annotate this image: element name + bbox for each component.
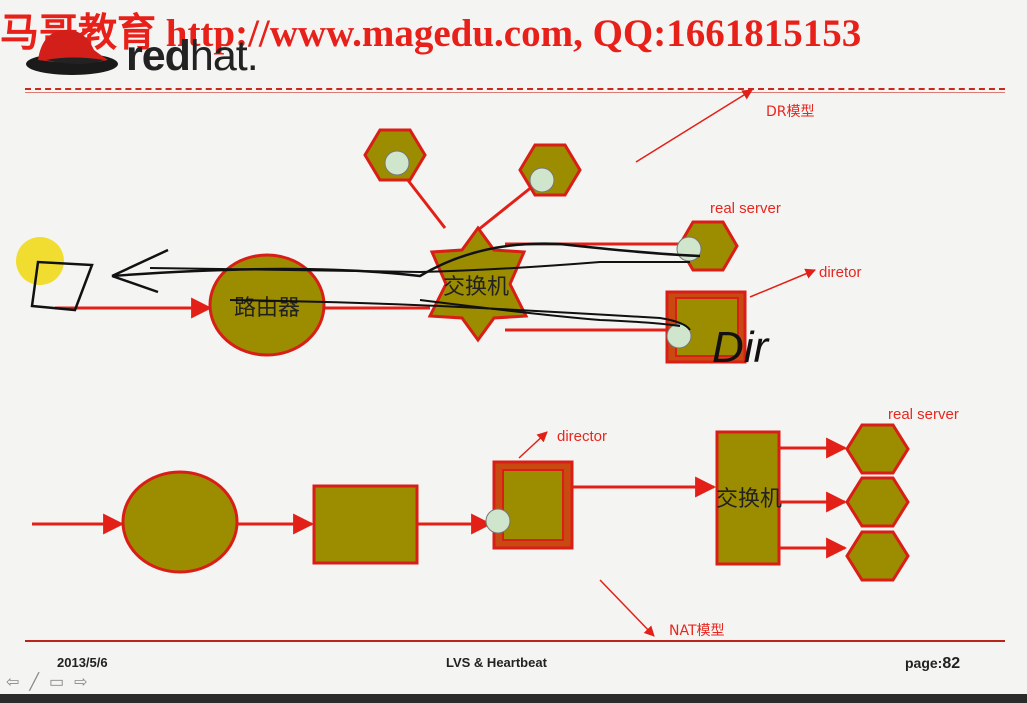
nat-switch-label: 交换机 — [716, 487, 782, 512]
annotation-arrow — [518, 431, 548, 459]
nat-model-label: NAT模型 — [669, 623, 725, 639]
header-rule-thin — [25, 92, 1005, 93]
ip-dot — [666, 323, 692, 349]
nat-real-server-node — [845, 530, 910, 582]
back-arrow-icon[interactable]: ⇦ — [6, 674, 30, 691]
nat-model: 交换机 director real server NAT模型 — [32, 406, 959, 639]
ip-dot — [529, 167, 555, 193]
nat-real-server-label: real server — [888, 406, 959, 423]
footer-page: page:82 — [905, 655, 960, 673]
watermark: 马哥教育 http://www.magedu.com, QQ:166181515… — [0, 12, 862, 55]
handwritten-path — [419, 299, 681, 327]
nat-real-server-node — [845, 476, 910, 528]
nat-director-node-inner — [502, 469, 564, 541]
footer-rule — [25, 640, 1005, 642]
redhat-logo-text: redhat. — [126, 32, 259, 81]
handwritten-path — [149, 260, 690, 274]
dr-model: 路由器 交换机 DR模型 real server diretor Dir — [16, 89, 862, 372]
annotation-arrow — [599, 579, 655, 637]
nat-gateway-node — [312, 484, 419, 565]
link-host2-switch — [477, 180, 539, 232]
annotation-arrow — [749, 268, 816, 298]
handwritten-dir: Dir — [712, 323, 771, 372]
pen-icon[interactable]: ╱ — [29, 674, 50, 691]
real-server-label: real server — [710, 200, 781, 217]
page-label: page: — [905, 655, 943, 671]
page-number: 82 — [942, 655, 961, 672]
director-label: diretor — [819, 264, 862, 281]
footer-date: 2013/5/6 — [57, 655, 108, 670]
router-node — [208, 253, 326, 357]
ip-dot — [676, 236, 702, 262]
logo-text-red: red — [126, 32, 191, 80]
taskbar — [0, 694, 1027, 703]
redhat-logo-icon — [26, 29, 118, 75]
switch-label: 交换机 — [443, 275, 509, 300]
switch-node — [427, 225, 529, 343]
nat-director-label: director — [557, 428, 607, 445]
nat-router-node — [121, 470, 239, 574]
nat-switch-node — [715, 430, 781, 566]
forward-arrow-icon[interactable]: ⇨ — [74, 674, 98, 691]
header-rule — [25, 88, 1005, 90]
ip-dot — [485, 508, 511, 534]
slide-nav: ⇦╱▭⇨ — [6, 672, 98, 692]
handwritten-client-box — [30, 260, 94, 312]
nat-real-server-node — [845, 423, 910, 475]
dr-model-label: DR模型 — [766, 104, 815, 120]
menu-icon[interactable]: ▭ — [49, 674, 75, 691]
footer-title: LVS & Heartbeat — [446, 655, 547, 670]
logo-text-hat: hat. — [189, 32, 259, 80]
ip-dot — [384, 150, 410, 176]
annotation-arrow — [635, 89, 753, 163]
